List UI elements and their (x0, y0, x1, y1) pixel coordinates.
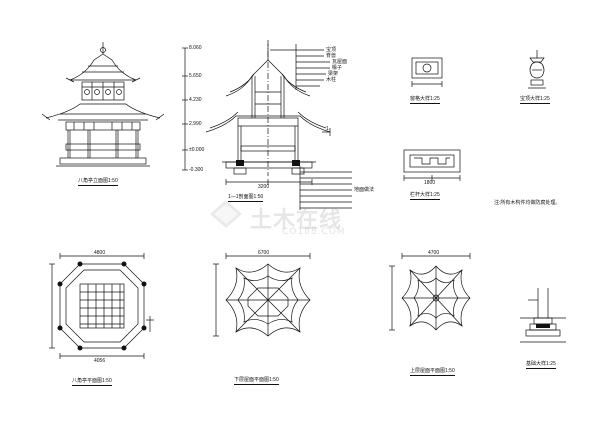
elev-mark-1: 8.060 (189, 45, 202, 51)
dim-section-width: 3200 (258, 184, 270, 190)
lower-roof-plan-drawing (213, 253, 311, 337)
title-plan: 八角亭平面图1:50 (72, 378, 112, 386)
section-footing-left (236, 160, 244, 166)
dim-lower-roof: 6700 (258, 250, 270, 256)
title-window-detail: 窗格大样1:25 (410, 96, 440, 104)
section-arrow-number: 1 (326, 126, 329, 132)
plan-column-5 (121, 345, 127, 351)
elev-mark-5: ±0.000 (189, 147, 205, 153)
dim-plan-inner-bottom: 4056 (94, 358, 106, 364)
remark-note: 注:所有木构件均做防腐处理。 (494, 200, 561, 206)
title-base-detail: 基础大样1:25 (526, 361, 556, 369)
upper-roof-plan-drawing (389, 253, 471, 331)
base-detail-drawing (520, 288, 566, 343)
elev-mark-3: 4.230 (189, 97, 202, 103)
watermark-subtext: CO188.COM (282, 227, 346, 237)
title-railing-detail: 栏杆大样1:25 (410, 192, 440, 200)
elev-mark-6: -0.300 (189, 167, 204, 173)
plan-column-1 (77, 261, 83, 267)
section-footing-right (292, 160, 300, 166)
elev-mark-4: 2.990 (189, 121, 202, 127)
dim-railing: 1800 (424, 180, 436, 186)
finial-detail-drawing (528, 50, 546, 89)
front-elevation-drawing (41, 42, 165, 167)
watermark-logo (210, 200, 242, 228)
window-detail-drawing (411, 57, 443, 87)
plan-column-7 (57, 325, 63, 331)
plan-column-3 (141, 281, 147, 287)
title-finial-detail: 宝顶大样1:25 (520, 96, 550, 104)
callout-4: 椽子 (332, 65, 343, 71)
callout-1: 宝顶 (326, 47, 337, 53)
plan-column-8 (57, 281, 63, 287)
plan-column-2 (121, 261, 127, 267)
plan-column-6 (77, 345, 83, 351)
railing-detail-drawing (403, 149, 461, 181)
callout-6: 木柱 (326, 77, 337, 83)
callout-2: 脊兽 (326, 53, 337, 59)
title-upper-roof-plan: 上层屋面平面图1:50 (410, 368, 455, 376)
section-drawing (182, 40, 352, 210)
callout-3: 瓦屋面 (332, 59, 348, 65)
callout-7: 地面做法 (354, 187, 375, 193)
callout-5: 梁架 (328, 71, 339, 77)
watermark-text: 土木在线 (250, 208, 343, 233)
dim-plan-total-top: 4800 (94, 250, 106, 256)
floor-plan-drawing (49, 253, 154, 359)
title-lower-roof-plan: 下层屋面平面图1:50 (234, 377, 279, 385)
plan-column-4 (141, 325, 147, 331)
base-footing (536, 324, 550, 328)
dim-upper-roof: 4700 (428, 250, 440, 256)
title-front-elevation: 八角亭立面图1:50 (78, 178, 118, 186)
title-section: 1—1剖面图1:50 (228, 194, 264, 202)
elev-mark-2: 5.650 (189, 73, 202, 79)
